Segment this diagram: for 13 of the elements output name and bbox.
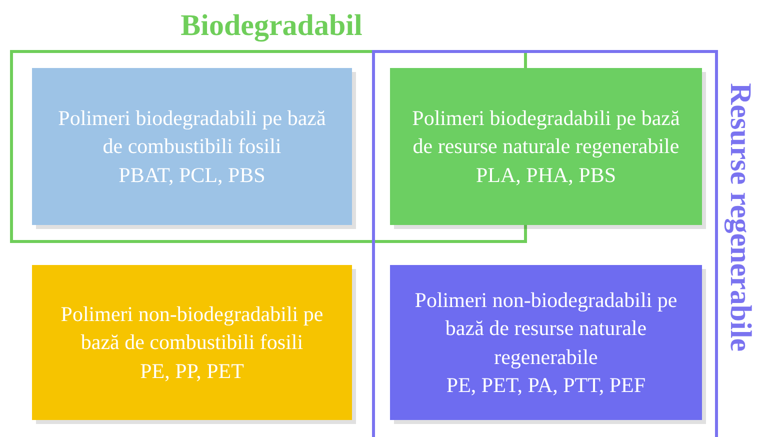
- polymer-category: Polimeri non-biodegradabili pe bază de resurse naturale regenerabile: [414, 286, 678, 370]
- polymer-examples: PE, PP, PET: [140, 358, 244, 385]
- axis-heading: Biodegradabil: [180, 9, 364, 43]
- polymer-category: Polimeri biodegradabili pe bază de combustibili fosili: [57, 104, 327, 160]
- quadrant-box: [390, 265, 702, 420]
- polymer-examples: PE, PET, PA, PTT, PEF: [446, 372, 646, 399]
- polymer-category: Polimeri biodegradabili pe bază de resurse naturale regenerabile: [411, 104, 681, 160]
- polymer-category: Polimeri non-biodegradabili pe bază de combustibili fosili: [60, 300, 324, 356]
- quadrant-box: [32, 68, 352, 225]
- quadrant-box: [32, 265, 352, 420]
- axis-heading: Resurse regenerabile: [723, 83, 757, 352]
- polymer-examples: PLA, PHA, PBS: [476, 162, 616, 189]
- polymer-examples: PBAT, PCL, PBS: [118, 162, 266, 189]
